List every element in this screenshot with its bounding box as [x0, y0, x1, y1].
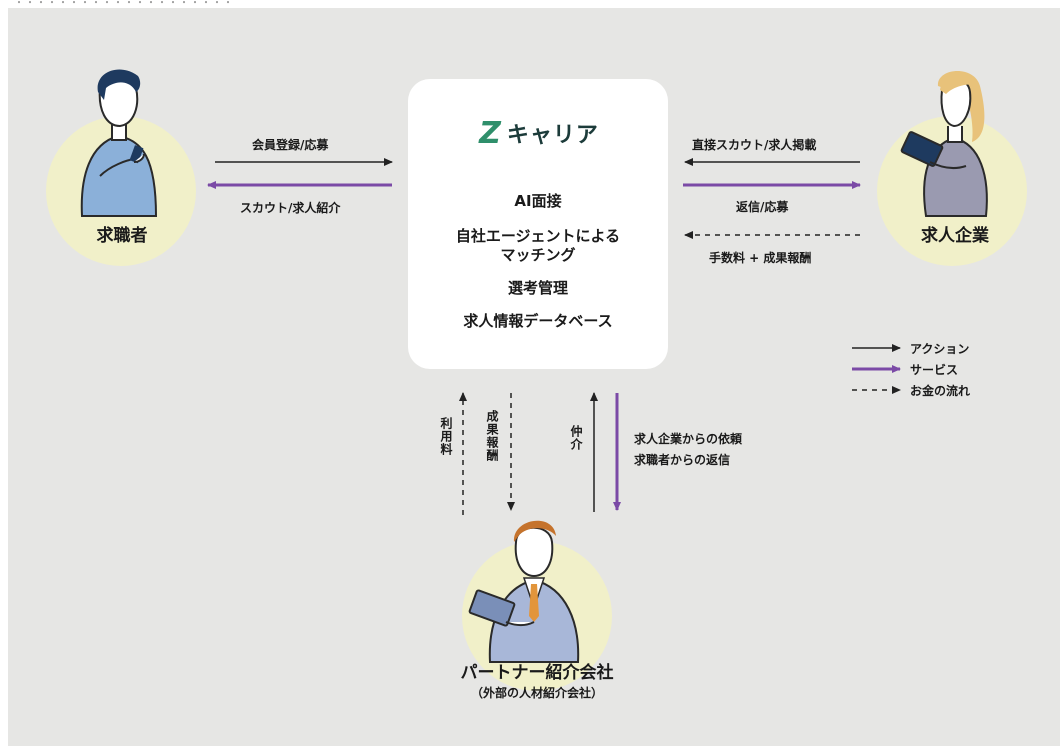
partner-illustration: [468, 520, 580, 663]
service-agent-matching-line2: マッチング: [500, 246, 576, 264]
service-ai-interview: AI面接: [514, 192, 562, 210]
seeker-label: 求職者: [96, 226, 148, 246]
company-illustration: [900, 70, 988, 217]
legend-service-label: サービス: [910, 363, 959, 377]
service-selection-management: 選考管理: [507, 279, 568, 297]
label-company-action: 直接スカウト/求人掲載: [692, 138, 817, 152]
label-partner-service-line1: 求人企業からの依頼: [634, 432, 743, 446]
label-partner-mediation: 仲介: [569, 425, 583, 451]
service-agent-matching-line1: 自社エージェントによる: [455, 227, 621, 245]
partner-label: パートナー紹介会社: [460, 663, 614, 683]
label-seeker-service: スカウト/求人紹介: [240, 201, 341, 215]
company-label: 求人企業: [921, 226, 989, 246]
zcareer-platform-box: Z キャリア AI面接 自社エージェントによる マッチング 選考管理 求人情報デ…: [408, 79, 668, 369]
seeker-illustration: [80, 69, 158, 217]
label-partner-usage-fee: 利用料: [439, 417, 453, 456]
header-fragment: ・・・・・・・・・・・・・・・・・・・・: [14, 0, 234, 9]
partner-sub-label: （外部の人材紹介会社）: [470, 686, 603, 700]
label-company-money: 手数料 + 成果報酬: [709, 251, 812, 265]
legend-money-label: お金の流れ: [910, 384, 971, 398]
service-job-database: 求人情報データベース: [463, 312, 613, 330]
logo: Z キャリア: [464, 115, 614, 151]
legend-action-label: アクション: [910, 342, 970, 356]
logo-text: キャリア: [506, 123, 599, 148]
label-seeker-action: 会員登録/応募: [252, 138, 329, 152]
label-partner-reward: 成果報酬: [485, 410, 499, 462]
logo-mark-icon: Z: [479, 115, 501, 151]
label-partner-service-line2: 求職者からの返信: [634, 453, 731, 467]
label-company-service: 返信/応募: [736, 200, 789, 214]
